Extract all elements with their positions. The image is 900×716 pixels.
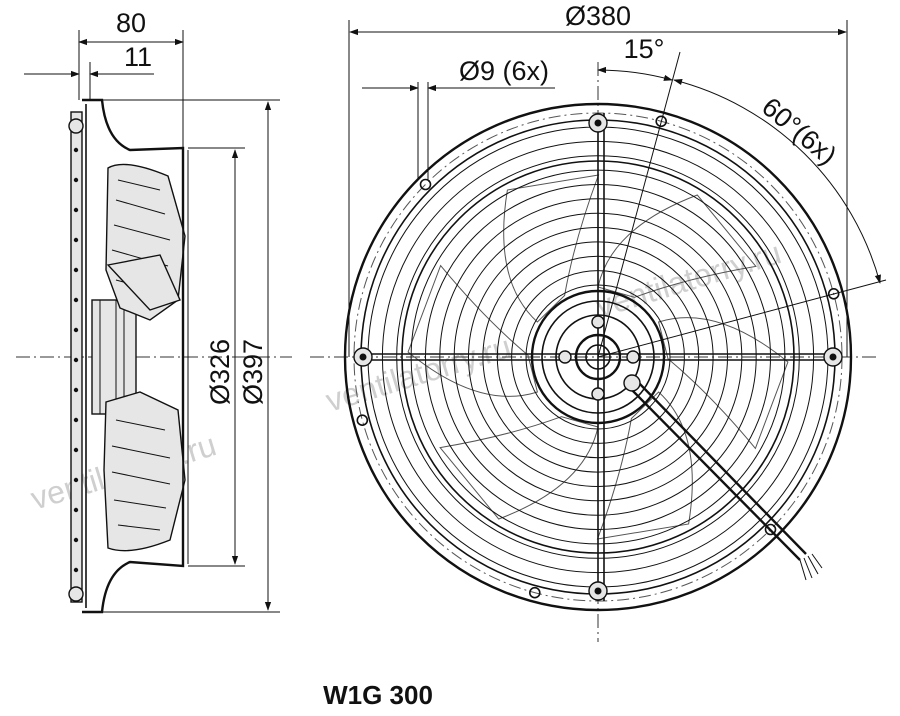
flange-dot: [73, 417, 79, 423]
flange-dot: [73, 297, 79, 303]
dim-depth-label: 80: [116, 8, 146, 38]
dim-offset-angle-label: 15°: [624, 34, 665, 64]
impeller-blade: [657, 317, 789, 450]
flange-dot: [73, 177, 79, 183]
dim-bolt-circle-label: Ø380: [565, 1, 631, 31]
mounting-hole: [827, 287, 840, 300]
impeller-blade: [439, 416, 599, 520]
flange-dot: [73, 357, 79, 363]
flange-dot: [73, 237, 79, 243]
flange-dot: [73, 147, 79, 153]
flange-dot: [73, 447, 79, 453]
flange-bolt-dots: [73, 147, 79, 573]
mounting-hole: [655, 115, 668, 128]
dim-hole-label: Ø9 (6x): [459, 56, 549, 86]
impeller-blade: [407, 264, 539, 397]
blade-upper-edge: [106, 254, 181, 311]
model-title: W1G 300: [323, 680, 433, 710]
mounting-hole: [419, 178, 432, 191]
dim-line-offset-angle: [597, 66, 673, 81]
mounting-hole: [764, 523, 777, 536]
flange-dot: [73, 567, 79, 573]
dim-pitch-angle-label: 60°(6x): [756, 92, 842, 171]
flange-bolt-bottom: [68, 586, 84, 602]
blade-lower: [103, 391, 186, 552]
front-view: Ø380 Ø9 (6x) 15° 60°(6x): [310, 1, 887, 642]
flange-dot: [73, 537, 79, 543]
spoke-bolts: [353, 113, 843, 601]
dim-line-pitch-angle: [673, 78, 881, 284]
flange-dot: [73, 207, 79, 213]
impeller-blade: [503, 174, 600, 323]
dim-inner-diameter-label: Ø326: [205, 339, 235, 405]
housing-outer-rim: [343, 102, 853, 612]
power-cable: [623, 374, 823, 581]
watermark-right: ventilatorry.ru: [592, 234, 786, 324]
motor-hub-front: [530, 289, 666, 425]
flange-dot: [73, 267, 79, 273]
impeller-blade: [596, 391, 693, 540]
dim-offset-label: 11: [124, 42, 152, 72]
flange-dot: [73, 387, 79, 393]
mounting-flange: [70, 111, 83, 603]
flange-dot: [73, 477, 79, 483]
side-view: 80 11 Ø326 Ø397: [16, 8, 292, 614]
mounting-holes: [356, 115, 840, 599]
mounting-hole: [528, 586, 541, 599]
mounting-hole: [356, 414, 369, 427]
flange-dot: [73, 327, 79, 333]
flange-bolt-top: [68, 118, 84, 134]
flange-dot: [73, 507, 79, 513]
dim-outer-diameter-label: Ø397: [238, 339, 268, 405]
